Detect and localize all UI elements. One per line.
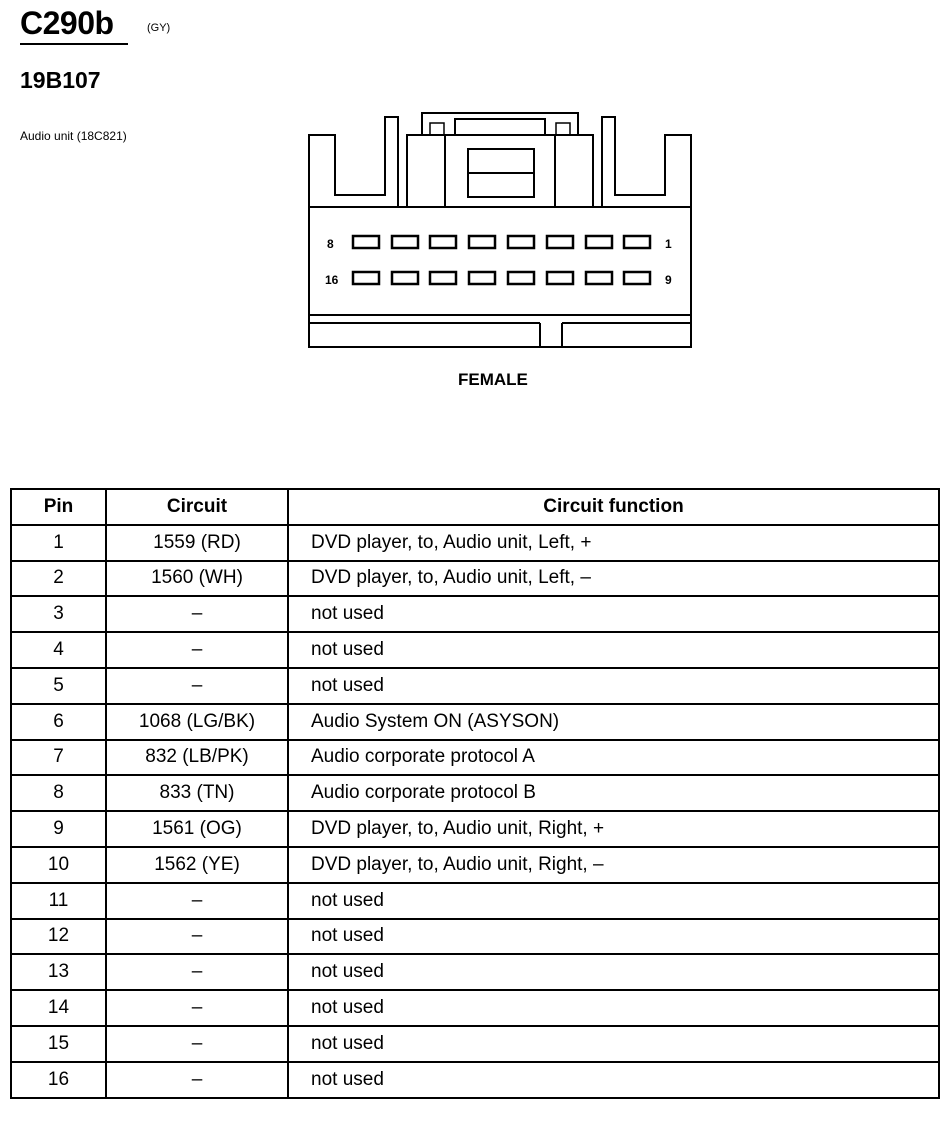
table-row: 13–not used xyxy=(10,953,940,992)
circuit-function-cell: not used xyxy=(287,917,940,956)
connector-latch-frame xyxy=(421,112,579,135)
pin-cell: 2 xyxy=(10,559,107,598)
component-name: Audio unit (18C821) xyxy=(20,129,127,143)
table-row: 12–not used xyxy=(10,917,940,956)
circuit-cell: 1560 (WH) xyxy=(105,559,289,598)
pin-cell: 11 xyxy=(10,881,107,920)
pin-cell: 6 xyxy=(10,702,107,741)
circuit-function-cell: not used xyxy=(287,631,940,669)
table-row: 15–not used xyxy=(10,1024,940,1063)
circuit-function-cell: DVD player, to, Audio unit, Right, + xyxy=(287,810,940,848)
circuit-cell: – xyxy=(105,595,289,634)
circuit-cell: – xyxy=(105,666,289,705)
pin-cell: 13 xyxy=(10,953,107,992)
circuit-function-cell: not used xyxy=(287,1060,940,1099)
circuit-cell: 833 (TN) xyxy=(105,774,289,813)
cavity-row-top xyxy=(351,234,652,250)
connector-id: C290b xyxy=(20,5,114,41)
connector-gender-label: FEMALE xyxy=(458,370,528,389)
circuit-cell: 1561 (OG) xyxy=(105,810,289,848)
circuit-cell: – xyxy=(105,953,289,992)
circuit-cell: 1559 (RD) xyxy=(105,523,289,562)
circuit-cell: 1562 (YE) xyxy=(105,845,289,884)
pin-cell: 16 xyxy=(10,1060,107,1099)
connector-right-tab xyxy=(601,116,692,207)
header-pin: Pin xyxy=(10,488,107,526)
table-row: 16–not used xyxy=(10,1060,940,1099)
connector-latch-body xyxy=(444,134,556,208)
circuit-function-cell: Audio corporate protocol A xyxy=(287,738,940,777)
circuit-function-cell: DVD player, to, Audio unit, Left, – xyxy=(287,559,940,598)
circuit-cell: – xyxy=(105,989,289,1027)
pin-cell: 15 xyxy=(10,1024,107,1063)
header-circuit: Circuit xyxy=(105,488,289,526)
connector-latch-left-post xyxy=(406,134,446,208)
pin-cell: 8 xyxy=(10,774,107,813)
circuit-cell: 832 (LB/PK) xyxy=(105,738,289,777)
connector-id-underline xyxy=(20,43,128,45)
pin-cell: 9 xyxy=(10,810,107,848)
cavity-label-1: 1 xyxy=(665,237,672,251)
table-row: 4–not used xyxy=(10,631,940,669)
connector-latch-top xyxy=(454,118,546,136)
cavity-row-bottom xyxy=(351,270,652,286)
pin-cell: 12 xyxy=(10,917,107,956)
circuit-cell: – xyxy=(105,1060,289,1099)
circuit-cell: – xyxy=(105,881,289,920)
pin-cell: 14 xyxy=(10,989,107,1027)
table-row: 14–not used xyxy=(10,989,940,1027)
cavity-label-9: 9 xyxy=(665,273,672,287)
table-row: 5–not used xyxy=(10,666,940,705)
circuit-cell: – xyxy=(105,631,289,669)
circuit-cell: – xyxy=(105,917,289,956)
connector-color-code: (GY) xyxy=(147,22,171,34)
circuit-function-cell: Audio System ON (ASYSON) xyxy=(287,702,940,741)
connector-body xyxy=(308,206,692,348)
part-number: 19B107 xyxy=(20,67,101,93)
circuit-function-cell: not used xyxy=(287,666,940,705)
connector-face-diagram: 8 1 16 9 xyxy=(300,105,700,355)
circuit-function-cell: DVD player, to, Audio unit, Left, + xyxy=(287,523,940,562)
pin-cell: 1 xyxy=(10,523,107,562)
circuit-cell: 1068 (LG/BK) xyxy=(105,702,289,741)
circuit-cell: – xyxy=(105,1024,289,1063)
pin-cell: 10 xyxy=(10,845,107,884)
circuit-function-cell: DVD player, to, Audio unit, Right, – xyxy=(287,845,940,884)
pin-cell: 5 xyxy=(10,666,107,705)
pin-cell: 7 xyxy=(10,738,107,777)
pin-cell: 4 xyxy=(10,631,107,669)
table-row: 11–not used xyxy=(10,881,940,920)
pin-cell: 3 xyxy=(10,595,107,634)
circuit-function-cell: Audio corporate protocol B xyxy=(287,774,940,813)
cavity-label-8: 8 xyxy=(327,237,334,251)
connector-left-tab xyxy=(308,116,399,207)
circuit-function-cell: not used xyxy=(287,1024,940,1063)
circuit-function-cell: not used xyxy=(287,953,940,992)
connector-latch-right-post xyxy=(554,134,594,208)
circuit-function-cell: not used xyxy=(287,881,940,920)
circuit-function-cell: not used xyxy=(287,595,940,634)
table-row: 3–not used xyxy=(10,595,940,634)
pin-table-header: Pin Circuit Circuit function xyxy=(10,488,940,526)
cavity-label-16: 16 xyxy=(325,273,339,287)
circuit-function-cell: not used xyxy=(287,989,940,1027)
header-circuit-function: Circuit function xyxy=(287,488,940,526)
